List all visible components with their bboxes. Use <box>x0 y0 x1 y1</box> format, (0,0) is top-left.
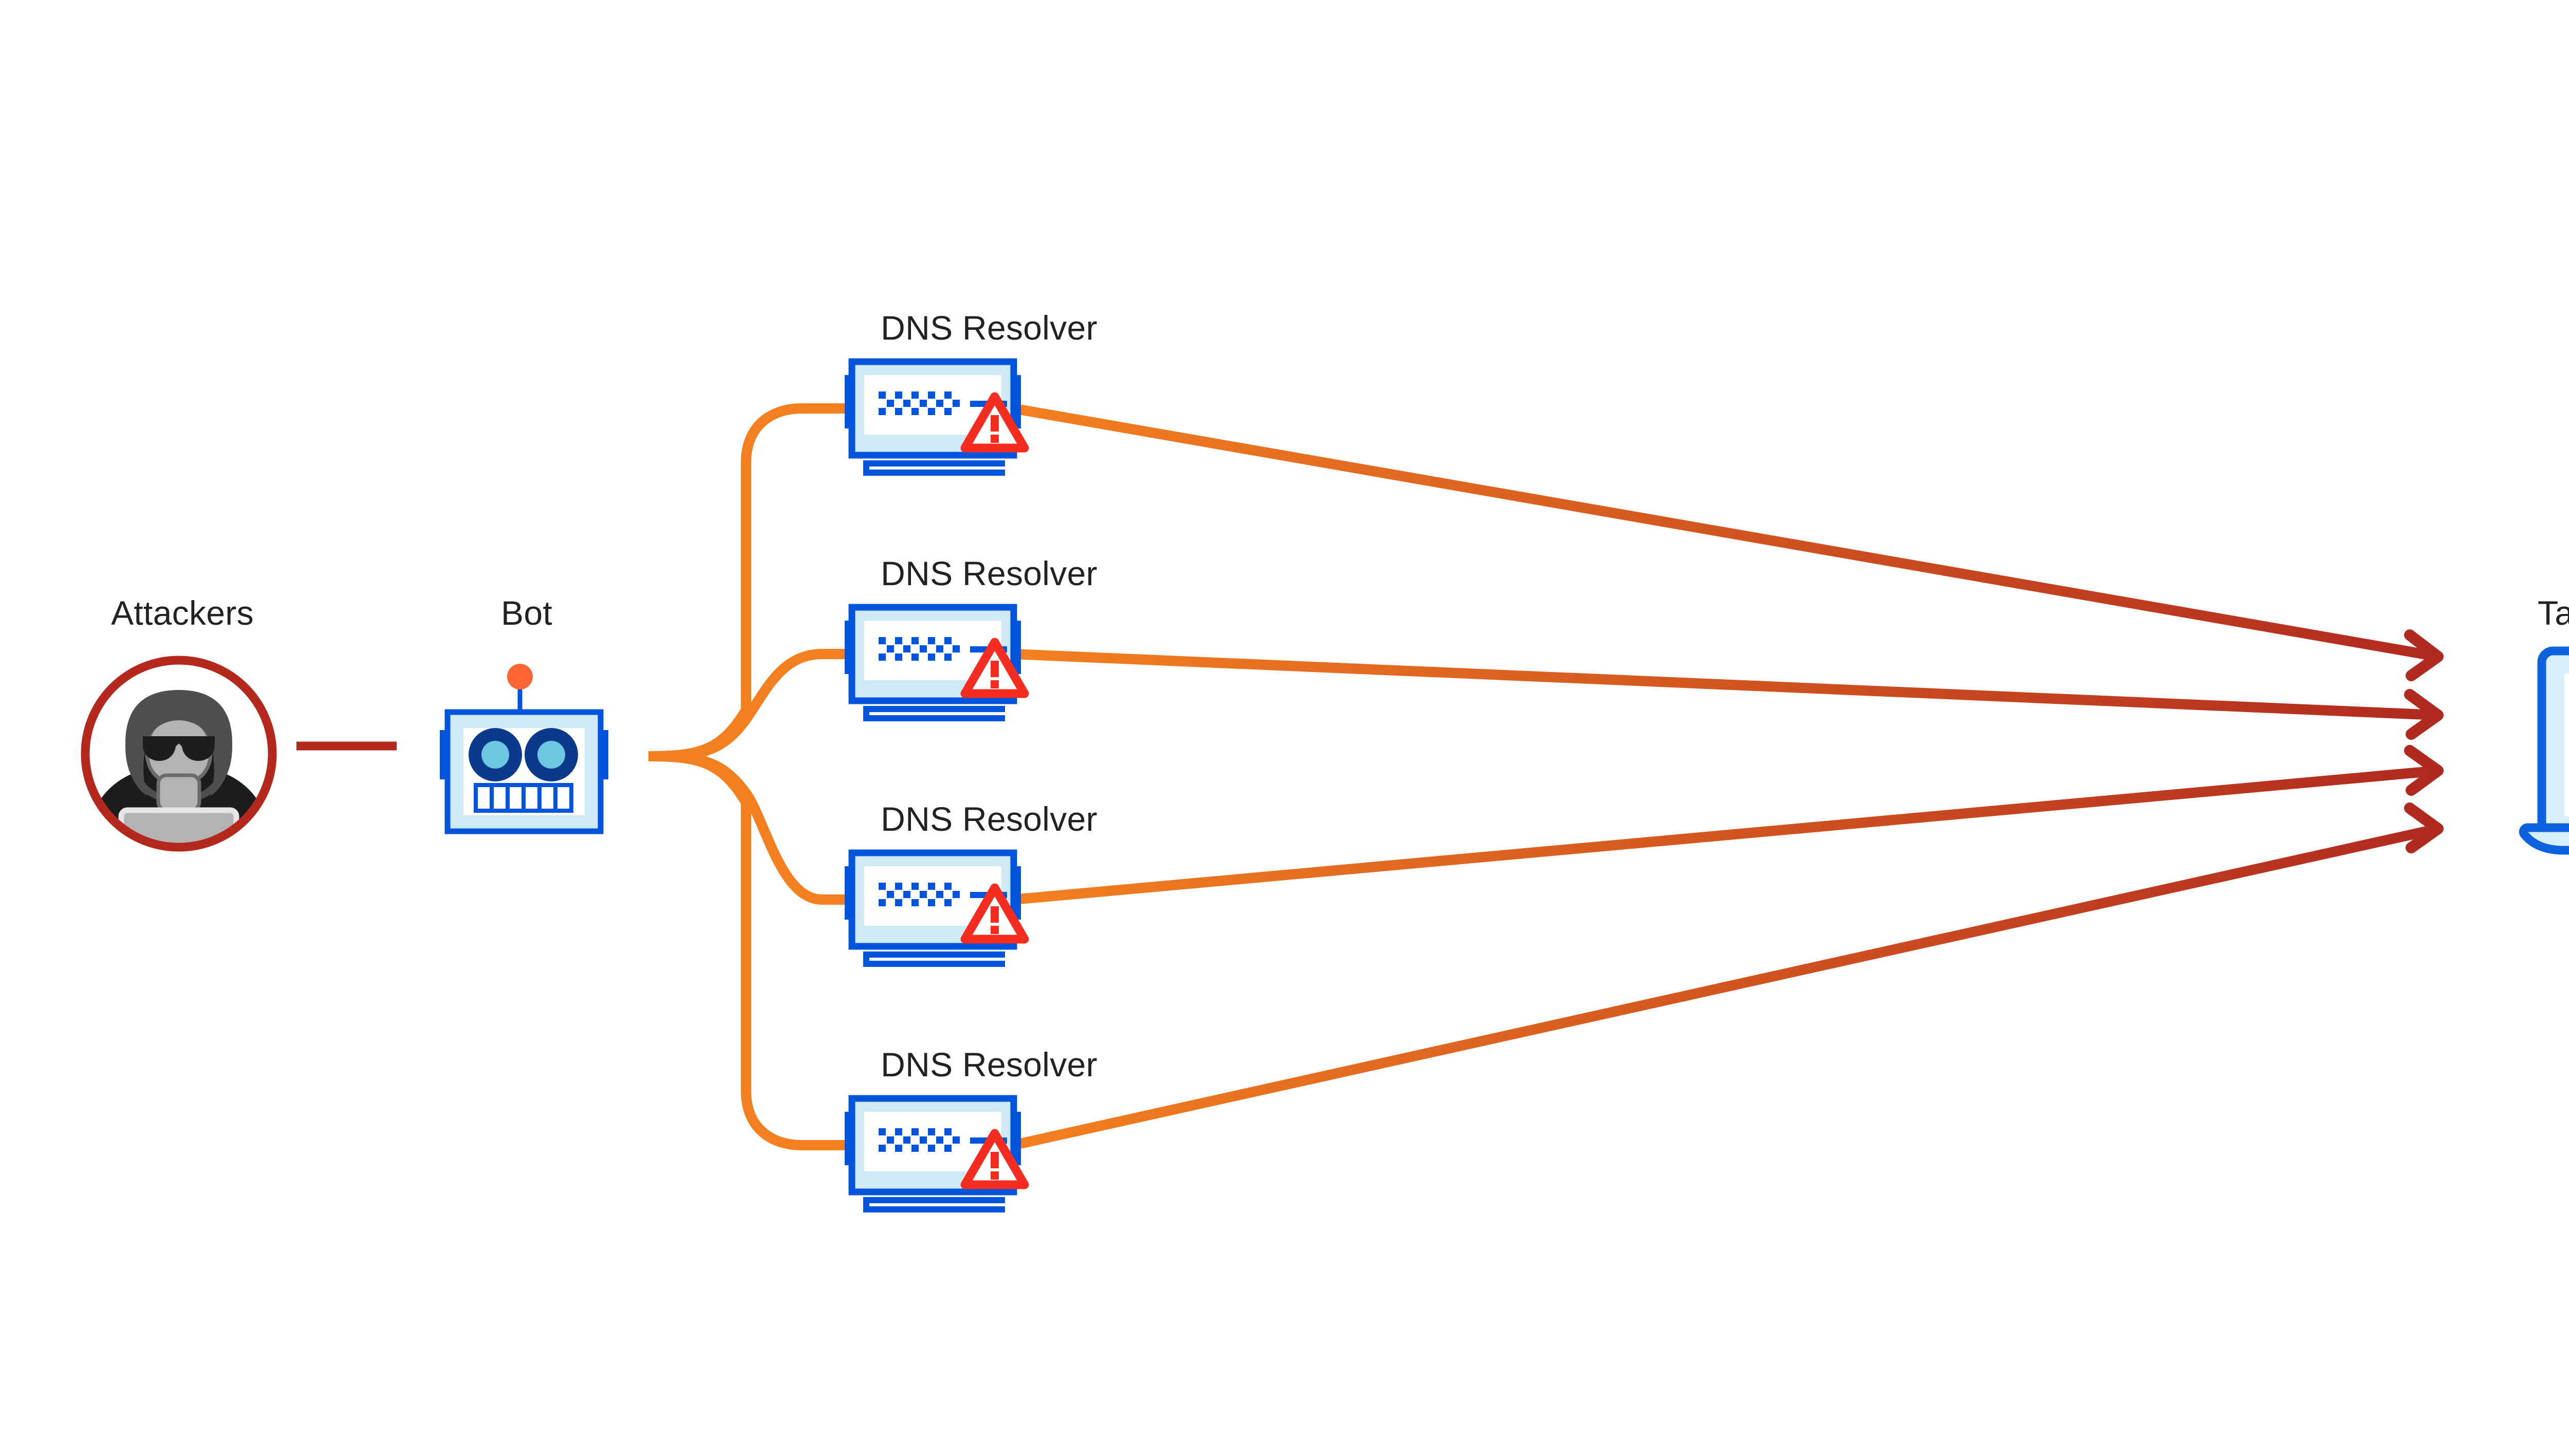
arrowhead-icon-1 <box>2404 629 2444 681</box>
bot-label: Bot <box>501 594 552 632</box>
dns-resolver-label-1: DNS Resolver <box>881 309 1097 347</box>
targeted-victim-label: Targeted Victim <box>2537 594 2569 632</box>
dns-resolver-icon-1[interactable] <box>845 362 1025 476</box>
attack-arrowheads <box>2404 629 2444 853</box>
bot-icon[interactable] <box>440 664 608 831</box>
attacker-icon[interactable] <box>85 660 272 877</box>
dns-resolver-icon-3[interactable] <box>845 853 1025 967</box>
attack-line-4 <box>1012 824 2440 1150</box>
dns-resolver-label-4: DNS Resolver <box>881 1046 1097 1084</box>
attack-line-2 <box>1013 649 2438 720</box>
arrowhead-icon-4 <box>2404 802 2444 853</box>
attacker-label: Attackers <box>111 594 254 632</box>
attack-line-1 <box>1012 403 2439 662</box>
dns-resolver-icon-2[interactable] <box>845 607 1025 721</box>
arrowhead-icon-3 <box>2404 745 2444 796</box>
attack-line-3 <box>1013 766 2438 905</box>
dns-resolver-label-2: DNS Resolver <box>881 554 1097 592</box>
link-bot-to-resolver-4 <box>648 751 852 1150</box>
link-resolvers-to-victim <box>1012 403 2440 1150</box>
dns-resolver-icon-4[interactable] <box>845 1098 1025 1212</box>
dns-resolver-label-3: DNS Resolver <box>881 800 1097 838</box>
targeted-victim-icon[interactable] <box>2523 651 2569 850</box>
link-bot-to-resolvers <box>648 403 852 1150</box>
arrowhead-icon-2 <box>2404 689 2444 740</box>
